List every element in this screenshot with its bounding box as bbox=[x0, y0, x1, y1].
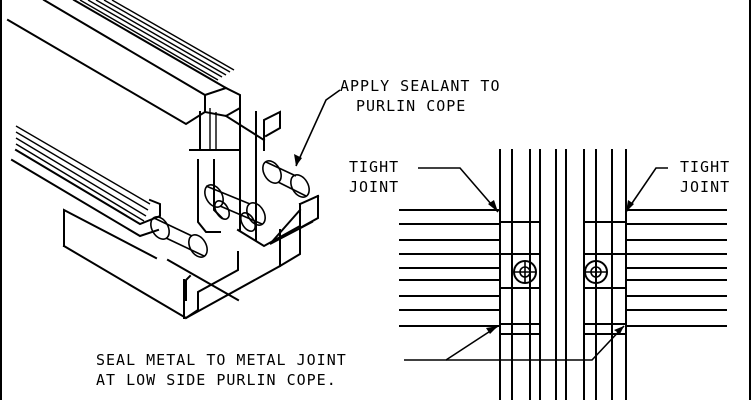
sealant-bead-upper bbox=[262, 160, 310, 198]
tight-joint-leader-left bbox=[418, 167, 499, 213]
seal-note-line-1: SEAL METAL TO METAL JOINT bbox=[96, 351, 347, 369]
seal-joint-leaders bbox=[404, 325, 625, 361]
tight-joint-right-line-2: JOINT bbox=[680, 178, 730, 196]
sealant-note-line-1: APPLY SEALANT TO bbox=[340, 77, 501, 95]
plan-view-joint-grid bbox=[399, 149, 727, 400]
sealant-note-line-2: PURLIN COPE bbox=[356, 97, 466, 115]
sealant-bead-middle bbox=[204, 184, 266, 232]
sealant-bead-lower bbox=[150, 216, 208, 258]
tight-joint-right-line-1: TIGHT bbox=[680, 158, 730, 176]
fastener-right bbox=[584, 260, 608, 284]
tight-joint-leader-right bbox=[625, 167, 668, 213]
isometric-purlin-assembly bbox=[6, 0, 320, 320]
tight-joint-left-line-2: JOINT bbox=[349, 178, 399, 196]
seal-note-line-2: AT LOW SIDE PURLIN COPE. bbox=[96, 371, 337, 389]
fastener-left bbox=[513, 260, 537, 284]
sealant-leader bbox=[294, 89, 341, 167]
tight-joint-left-line-1: TIGHT bbox=[349, 158, 399, 176]
